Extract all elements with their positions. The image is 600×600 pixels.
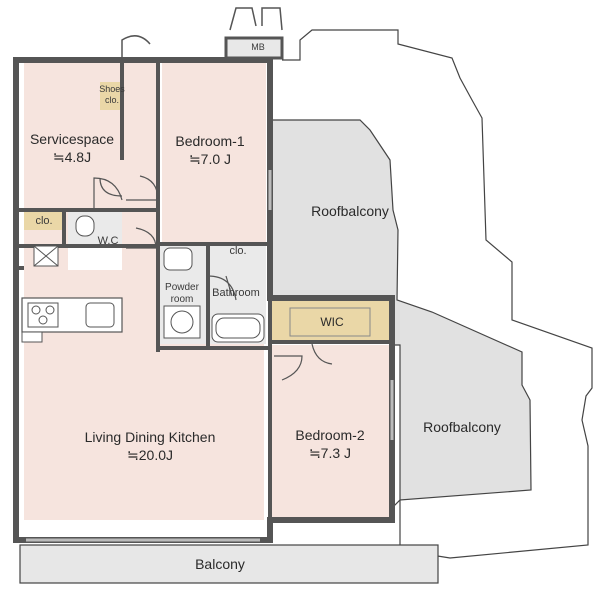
- service-space-label: Servicespace: [30, 131, 114, 147]
- mb-label: MB: [251, 42, 265, 52]
- burner-1: [31, 305, 41, 315]
- bedroom1-size: ≒7.0 J: [189, 151, 231, 167]
- interior-walls: [16, 60, 392, 540]
- service-space-size: ≒4.8J: [53, 149, 91, 165]
- entrance-door-right: [229, 7, 257, 31]
- shoes-label-2: clo.: [105, 95, 119, 105]
- bedroom2-label: Bedroom-2: [295, 427, 364, 443]
- kitchen-sink: [85, 302, 115, 328]
- clo-mid-label: clo.: [229, 245, 246, 257]
- bedroom2-room: [272, 345, 390, 517]
- ldk-size: ≒20.0J: [127, 447, 173, 463]
- roof-balcony-1-label: Roofbalcony: [311, 203, 389, 219]
- balcony-label: Balcony: [195, 556, 245, 572]
- washing-machine-drum: [170, 310, 194, 334]
- powder-room-label: Powder: [165, 282, 200, 293]
- roof-balcony-2-label: Roofbalcony: [423, 419, 501, 435]
- clo-mid-room: [208, 244, 266, 262]
- bathroom-label: Bathroom: [212, 287, 260, 299]
- bedroom1-label: Bedroom-1: [175, 133, 244, 149]
- roof-balcony-outline: [270, 29, 593, 559]
- wic-room: [272, 298, 392, 342]
- burner-2: [45, 305, 55, 315]
- bathtub: [211, 313, 265, 343]
- hall-fixture-x2: [33, 245, 59, 267]
- clo-left-label: clo.: [35, 215, 52, 227]
- balcony-area: [19, 544, 439, 584]
- washbasin: [163, 247, 193, 271]
- stove: [27, 302, 59, 328]
- toilet: [75, 215, 95, 237]
- kitchen-cabinet: [21, 331, 43, 343]
- bedroom2-size: ≒7.3 J: [309, 445, 351, 461]
- bedroom1-room: [162, 62, 266, 244]
- entrance-door-right-2: [261, 7, 283, 31]
- wic-label: WIC: [320, 315, 344, 329]
- mb-box: [224, 36, 284, 60]
- door-swings: [93, 175, 333, 381]
- powder-room-label-2: room: [171, 294, 194, 305]
- corridor-area: [122, 62, 160, 272]
- ldk-label: Living Dining Kitchen: [85, 429, 216, 445]
- burner-3: [38, 315, 48, 325]
- entrance-door: [121, 35, 151, 60]
- clo-left-room: [24, 212, 64, 230]
- shoes-label: Shoes: [99, 84, 125, 94]
- bathtub-inner: [215, 317, 261, 339]
- wc-label: W.C: [98, 235, 119, 247]
- wic-inner-outline: [289, 307, 371, 337]
